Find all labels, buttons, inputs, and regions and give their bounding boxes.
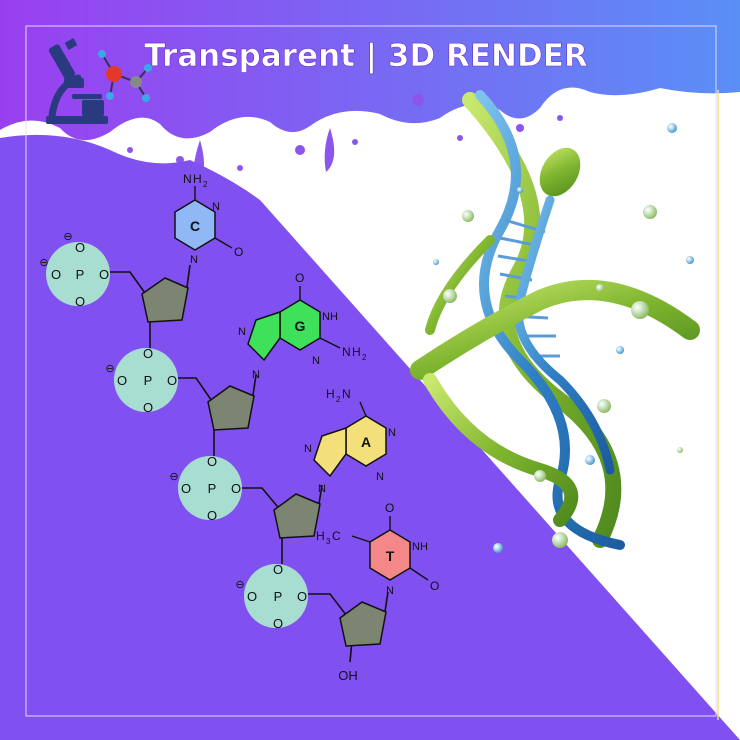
svg-text:⊖: ⊖ (169, 471, 178, 483)
svg-text:O: O (273, 562, 283, 577)
svg-text:⊖: ⊖ (39, 257, 48, 269)
phosphate-2-labels: P O O O O ⊖ (105, 346, 177, 415)
svg-text:N: N (318, 483, 326, 495)
phosphate-3 (178, 456, 242, 520)
svg-text:N: N (312, 355, 320, 367)
svg-text:O: O (231, 481, 241, 496)
svg-text:O: O (75, 240, 85, 255)
svg-text:2: 2 (362, 353, 367, 362)
phosphate-3-labels: P O O O O ⊖ (169, 454, 241, 523)
svg-text:P: P (144, 373, 153, 388)
molecule-icon (98, 50, 152, 102)
svg-text:N: N (252, 369, 260, 381)
sugar-3 (273, 493, 321, 539)
base-guanine: G O NH N N H 2 N N (238, 271, 367, 381)
phosphate-groups (46, 242, 308, 628)
phosphate-2 (114, 348, 178, 412)
svg-text:N: N (238, 326, 246, 338)
svg-text:O: O (430, 579, 439, 593)
base-thymine: T O NH O N H 3 C (316, 501, 439, 597)
svg-text:O: O (143, 400, 153, 415)
svg-text:N: N (376, 471, 384, 483)
sugar-1 (141, 277, 189, 323)
svg-text:P: P (274, 589, 283, 604)
phosphate-4-labels: P O O O O ⊖ (235, 562, 307, 631)
svg-text:⊖: ⊖ (63, 231, 72, 243)
svg-text:O: O (75, 294, 85, 309)
svg-text:O: O (273, 616, 283, 631)
svg-text:H: H (316, 529, 325, 543)
dna-helix-icon (410, 90, 700, 550)
svg-text:N: N (386, 585, 394, 597)
svg-text:N: N (190, 254, 198, 266)
svg-text:O: O (117, 373, 127, 388)
svg-text:T: T (386, 548, 395, 564)
phosphate-4 (244, 564, 308, 628)
svg-text:NH: NH (322, 311, 338, 323)
svg-text:⊖: ⊖ (105, 363, 114, 375)
svg-text:N: N (342, 387, 351, 401)
svg-text:NH: NH (412, 541, 428, 553)
base-adenine: A H 2 N N N N N (304, 387, 396, 495)
header-band (0, 0, 740, 141)
svg-text:O: O (385, 501, 394, 515)
svg-text:O: O (234, 245, 243, 259)
svg-text:N: N (183, 172, 192, 186)
svg-text:O: O (51, 267, 61, 282)
svg-text:O: O (297, 589, 307, 604)
svg-text:⊖: ⊖ (235, 579, 244, 591)
svg-text:N: N (304, 443, 312, 455)
svg-text:C: C (332, 529, 341, 543)
svg-text:3: 3 (326, 537, 331, 546)
svg-text:O: O (143, 346, 153, 361)
sugar-2 (207, 385, 255, 431)
svg-text:G: G (295, 318, 306, 334)
svg-text:C: C (190, 218, 200, 234)
svg-text:O: O (207, 508, 217, 523)
base-cytosine: C N N O N H 2 (174, 172, 243, 266)
svg-text:2: 2 (203, 180, 208, 189)
svg-text:O: O (295, 271, 304, 285)
page-title: Transparent | 3D RENDER (144, 38, 588, 74)
svg-text:H: H (193, 172, 202, 186)
svg-text:P: P (76, 267, 85, 282)
svg-text:A: A (361, 434, 371, 450)
svg-text:O: O (207, 454, 217, 469)
sugar-rings (141, 277, 387, 647)
svg-text:H: H (326, 387, 335, 401)
inner-frame (25, 25, 717, 717)
sugar-4 (339, 601, 387, 647)
svg-text:P: P (208, 481, 217, 496)
svg-text:H: H (352, 345, 361, 359)
svg-text:O: O (247, 589, 257, 604)
phosphate-1-labels: P O O O O ⊖ ⊖ (39, 231, 109, 309)
phosphate-1 (46, 242, 110, 306)
floating-droplets (433, 123, 694, 553)
svg-text:N: N (212, 201, 220, 213)
svg-text:2: 2 (336, 395, 341, 404)
svg-text:O: O (167, 373, 177, 388)
svg-text:O: O (99, 267, 109, 282)
svg-text:N: N (342, 345, 351, 359)
microscope-icon (46, 38, 108, 124)
hydroxyl-label: OH (338, 668, 358, 683)
svg-text:O: O (181, 481, 191, 496)
phosphate-labels: P O O O O ⊖ ⊖ P O O O O ⊖ P O O O O ⊖ P … (39, 231, 307, 631)
svg-text:N: N (388, 427, 396, 439)
